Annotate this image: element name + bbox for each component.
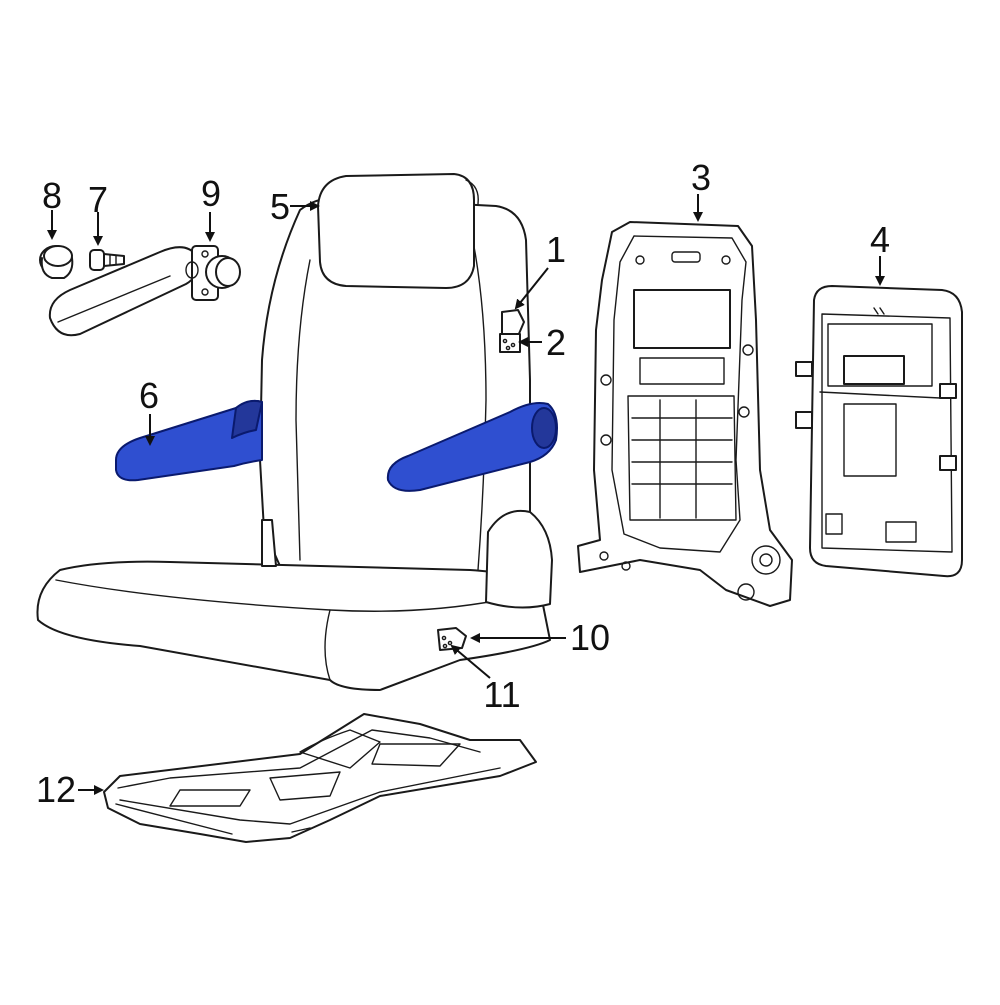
seat-cushion [36,510,553,691]
part-7-bolt [89,249,125,271]
callout-1: 1 [546,229,566,270]
seat-back [259,173,531,579]
callout-2: 2 [546,322,566,363]
callout-arrows [47,194,885,795]
part-8-cap [39,245,74,279]
callout-12: 12 [36,769,76,810]
part-3-back-frame [577,221,793,607]
callout-3: 3 [691,157,711,198]
part-6-armrest-left [115,399,263,482]
part-12-seat-base [103,713,537,843]
callout-11: 11 [483,674,520,715]
callout-10: 10 [570,617,610,658]
callout-7: 7 [88,179,108,220]
callout-4: 4 [870,219,890,260]
callout-8: 8 [42,175,62,216]
callout-5: 5 [270,186,290,227]
callout-6: 6 [139,375,159,416]
part-6-armrest-right [386,402,558,492]
callout-labels: 1 2 3 4 5 6 7 8 9 10 11 12 [36,157,890,810]
callout-9: 9 [201,173,221,214]
part-4-back-panel [795,285,963,578]
part-9-armrest-loose [48,245,241,337]
